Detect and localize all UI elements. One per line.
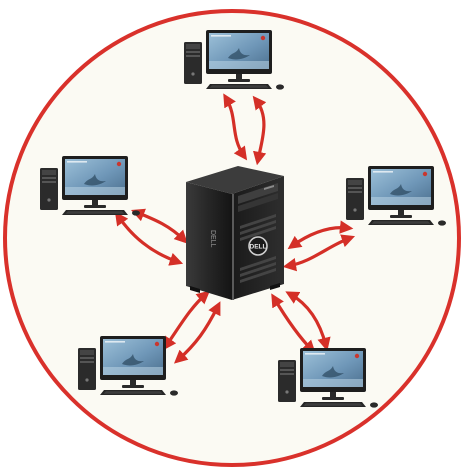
svg-text:DELL: DELL [250,244,267,251]
double-arrow-icon [223,93,267,166]
server: DELL DELL [186,166,284,300]
server-tower-icon [186,166,284,300]
server-side-brand: DELL [209,230,216,248]
double-arrow-icon [114,208,188,266]
double-arrow-icon [162,290,221,364]
dell-logo: DELL [248,236,268,256]
connection-arrows [114,93,356,364]
double-arrow-icon [271,291,331,354]
double-arrow-icon [282,220,356,272]
